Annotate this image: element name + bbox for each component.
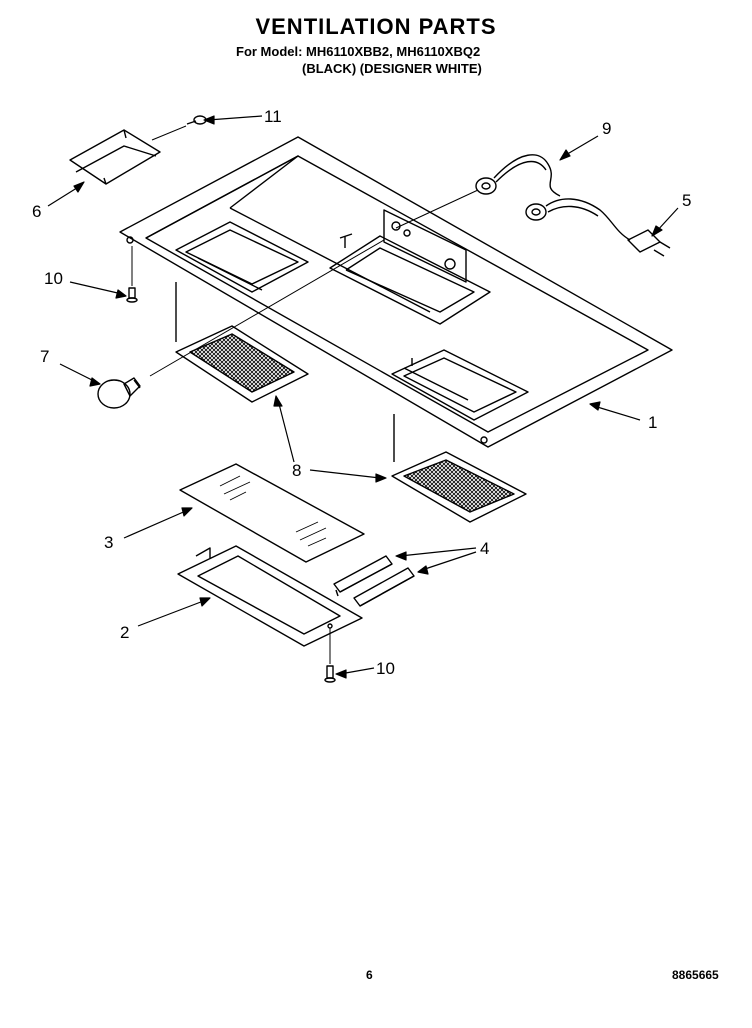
screw-part-11 [151, 115, 207, 141]
connector-part-5 [627, 229, 671, 257]
wire-harness-part-9 [395, 154, 631, 241]
callout-3: 3 [104, 533, 113, 552]
light-bulb-part-7 [97, 239, 385, 409]
callout-11: 11 [264, 107, 282, 126]
callout-5: 5 [682, 191, 691, 210]
callout-4: 4 [480, 539, 489, 558]
page-title: VENTILATION PARTS [255, 14, 497, 39]
screw-part-10-upper [126, 246, 138, 303]
vent-panel-part-1 [119, 136, 673, 462]
callout-10-lower: 10 [376, 659, 395, 678]
callout-1: 1 [648, 413, 657, 432]
callout-9: 9 [602, 119, 611, 138]
model-numbers: For Model: MH6110XBB2, MH6110XBQ2 [236, 44, 481, 59]
callout-7: 7 [40, 347, 49, 366]
callout-2: 2 [120, 623, 129, 642]
callout-10-upper: 10 [44, 269, 63, 288]
screw-part-10-lower [324, 628, 336, 683]
lens-part-3 [179, 463, 365, 563]
callout-8: 8 [292, 461, 301, 480]
document-number: 8865665 [672, 968, 719, 982]
grease-filter-left-part-8 [175, 325, 309, 403]
lens-frame-part-2 [177, 545, 363, 647]
leader-lines [47, 115, 679, 679]
model-colors: (BLACK) (DESIGNER WHITE) [302, 61, 482, 76]
filter-clips-part-4 [333, 555, 415, 607]
bracket-part-6 [69, 129, 161, 185]
callout-6: 6 [32, 202, 41, 221]
grease-filter-right-part-8 [391, 451, 527, 523]
page-number: 6 [366, 968, 373, 982]
